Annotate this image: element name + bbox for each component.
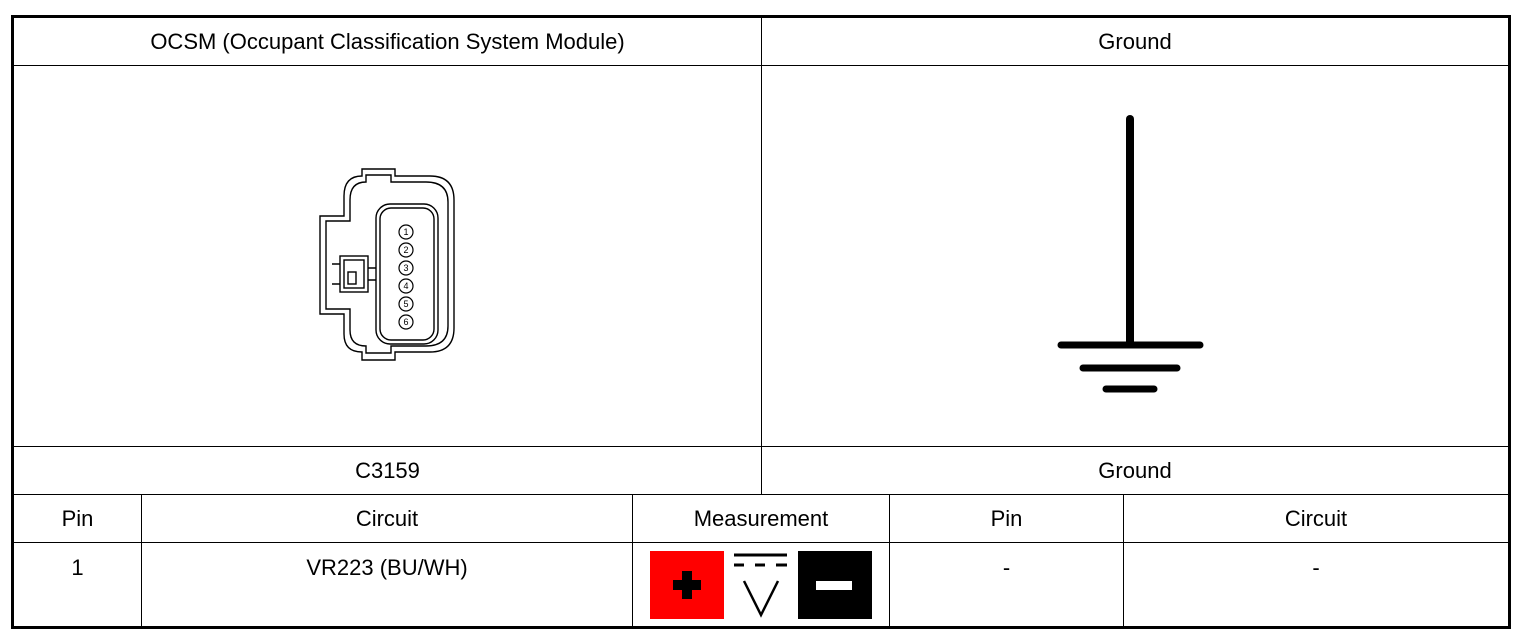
measurement-cell: [633, 543, 889, 626]
header-ground-circuit: Circuit: [1284, 505, 1348, 531]
column-divider: [1123, 494, 1124, 626]
connector-face-icon: 1 2 3 4 5 6: [319, 168, 455, 361]
pin-number-label: 4: [403, 281, 408, 291]
column-divider: [141, 494, 142, 626]
circuit-value: VR223 (BU/WH): [306, 555, 468, 580]
column-divider: [632, 494, 633, 626]
dc-voltage-probe-icon: [650, 551, 872, 619]
header-ground-pin: Pin: [990, 505, 1023, 531]
dc-voltage-symbol-icon: [734, 553, 787, 618]
column-divider: [761, 18, 762, 495]
pin-number-label: 2: [403, 245, 408, 255]
ground-symbol-icon: [1057, 115, 1204, 393]
ground-circuit-value: -: [1312, 555, 1320, 580]
pin-value: 1: [71, 555, 84, 580]
ground-title: Ground: [1098, 28, 1172, 54]
header-measurement: Measurement: [693, 505, 829, 531]
ground-pin-value: -: [1002, 555, 1011, 580]
pin-number-label: 5: [403, 299, 408, 309]
row-divider: [14, 542, 1508, 543]
pin-number-label: 1: [403, 227, 408, 237]
header-pin: Pin: [61, 505, 94, 531]
pin-number-label: 6: [403, 317, 408, 327]
column-divider: [889, 494, 890, 626]
pin-number-label: 3: [403, 263, 408, 273]
header-circuit: Circuit: [355, 505, 419, 531]
pinout-table: OCSM (Occupant Classification System Mod…: [11, 15, 1511, 629]
ground-label: Ground: [1098, 457, 1172, 483]
module-title: OCSM (Occupant Classification System Mod…: [150, 28, 625, 54]
connector-id: C3159: [355, 457, 420, 483]
